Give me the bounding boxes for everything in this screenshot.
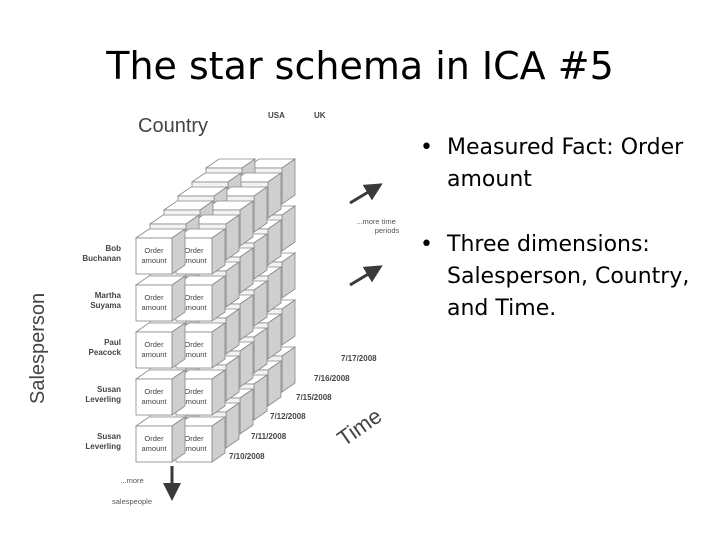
date-labels: 7/17/2008 7/16/2008 7/15/2008 7/12/2008 7/11… xyxy=(229,354,377,461)
salesperson-name: Bob xyxy=(105,244,121,253)
salesperson-labels: BobBuchananMarthaSuyamaPaulPeacockSusanL… xyxy=(82,244,121,451)
country-uk-label: UK xyxy=(314,111,326,120)
more-salespeople-line: salespeople xyxy=(112,497,152,506)
cell-value-label: Order xyxy=(184,293,204,302)
bullet-dimensions: • Three dimensions: Salesperson, Country… xyxy=(418,229,713,325)
cell-value-label: amount xyxy=(181,397,207,406)
cell-value-label: Order xyxy=(184,246,204,255)
cell-value-label: Order xyxy=(144,246,164,255)
country-usa-label: USA xyxy=(268,111,285,120)
date-label: 7/15/2008 xyxy=(296,393,332,402)
salesperson-name: Susan xyxy=(97,432,121,441)
cell-value-label: Order xyxy=(144,434,164,443)
time-axis-label: Time xyxy=(333,403,387,451)
salesperson-name: Leverling xyxy=(85,395,121,404)
date-label: 7/10/2008 xyxy=(229,452,265,461)
more-salespeople-label: ...more salespeople xyxy=(112,476,152,506)
salesperson-name: Paul xyxy=(104,338,121,347)
cube-front-face xyxy=(135,425,173,463)
bullet-list: • Measured Fact: Order amount • Three di… xyxy=(418,132,713,358)
salesperson-name: Leverling xyxy=(85,442,121,451)
cell-value-label: Order xyxy=(184,387,204,396)
bullet-measured-fact: • Measured Fact: Order amount xyxy=(418,132,713,196)
date-label: 7/17/2008 xyxy=(341,354,377,363)
bullet-text: Measured Fact: Order amount xyxy=(447,135,684,192)
bullet-marker: • xyxy=(420,232,433,257)
cell-value-label: amount xyxy=(141,350,167,359)
date-label: 7/11/2008 xyxy=(251,432,287,441)
salesperson-name: Suyama xyxy=(90,301,121,310)
bullet-text: Three dimensions: Salesperson, Country, … xyxy=(447,232,690,321)
more-time-line: periods xyxy=(375,226,400,235)
cube-front-face xyxy=(135,331,173,369)
cube-front-face xyxy=(135,237,173,275)
time-arrow-lower xyxy=(349,265,383,287)
date-label: 7/12/2008 xyxy=(270,412,306,421)
cube-front-face xyxy=(135,378,173,416)
cube-grid: OrderamountOrderamountOrderamountOrderam… xyxy=(134,158,297,463)
more-salespeople-line: ...more xyxy=(120,476,143,485)
country-axis-label: Country xyxy=(138,115,208,137)
cell-value-label: Order xyxy=(144,340,164,349)
cube-front-face xyxy=(135,284,173,322)
cell-value-label: amount xyxy=(181,303,207,312)
salesperson-name: Martha xyxy=(95,291,122,300)
cell-value-label: amount xyxy=(181,256,207,265)
cell-value-label: Order xyxy=(144,293,164,302)
slide-title: The star schema in ICA #5 xyxy=(106,44,614,88)
cell-value-label: amount xyxy=(181,350,207,359)
cell-value-label: Order xyxy=(184,434,204,443)
cell-value-label: amount xyxy=(141,256,167,265)
salesperson-axis-label: Salesperson xyxy=(27,293,49,404)
salesperson-name: Buchanan xyxy=(82,254,121,263)
salesperson-name: Susan xyxy=(97,385,121,394)
time-arrow-upper xyxy=(349,183,383,205)
cell-value-label: Order xyxy=(144,387,164,396)
cell-value-label: amount xyxy=(141,397,167,406)
cell-value-label: Order xyxy=(184,340,204,349)
cell-value-label: amount xyxy=(141,303,167,312)
more-time-line: ...more time xyxy=(356,217,396,226)
salesperson-name: Peacock xyxy=(89,348,122,357)
bullet-marker: • xyxy=(420,135,433,160)
cell-value-label: amount xyxy=(181,444,207,453)
date-label: 7/16/2008 xyxy=(314,374,350,383)
more-time-label: ...more time periods xyxy=(356,217,399,235)
cell-value-label: amount xyxy=(141,444,167,453)
